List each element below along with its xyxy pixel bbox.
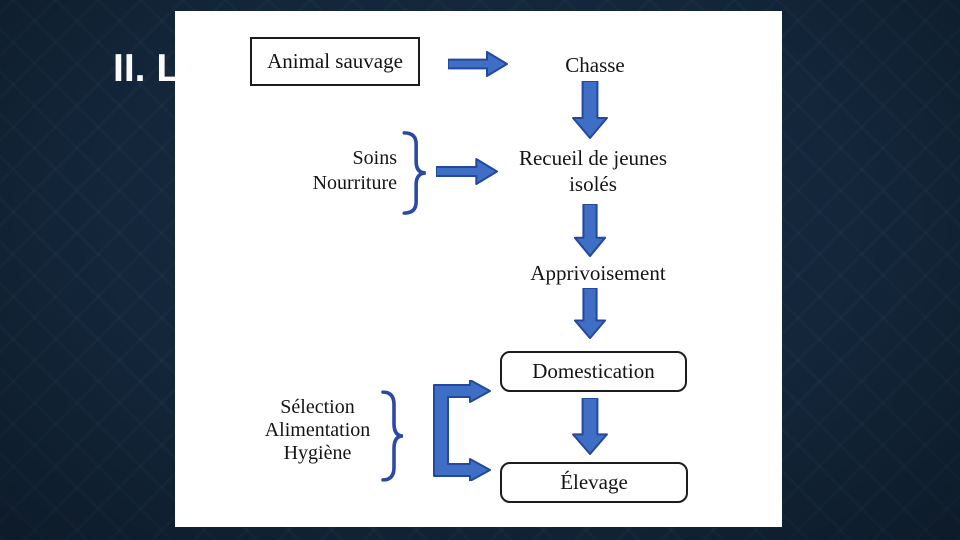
node-animal-sauvage: Animal sauvage (250, 37, 420, 86)
bracket-fork-arrow-icon (431, 380, 493, 481)
node-recueil-line1: Recueil de jeunes (518, 146, 668, 170)
factor-soins-line1: Soins (352, 147, 397, 169)
factor-soins-line2: Nourriture (312, 172, 397, 194)
node-recueil-line2: isolés (569, 172, 617, 196)
brace-icon (379, 389, 405, 483)
node-apprivoisement: Apprivoisement (530, 261, 666, 285)
arrow-down-icon (572, 81, 608, 139)
arrow-down-icon (574, 204, 606, 257)
factor-soins-nourriture: Soins Nourriture (265, 146, 397, 196)
factor-selection-line1: Sélection (280, 396, 355, 418)
node-animal-sauvage-label: Animal sauvage (267, 49, 403, 73)
factor-selection-line2: Alimentation (264, 419, 371, 441)
factor-selection-line3: Hygiène (283, 442, 352, 464)
node-elevage-label: Élevage (560, 470, 628, 494)
arrow-right-icon (448, 51, 508, 77)
arrow-down-icon (574, 288, 606, 339)
diagram-panel: Animal sauvage Chasse Recueil de jeunes … (175, 11, 782, 527)
node-elevage: Élevage (500, 462, 688, 503)
brace-icon (400, 130, 428, 216)
arrow-right-icon (436, 158, 498, 185)
arrow-down-icon (572, 398, 608, 455)
slide-title: II. L (113, 47, 181, 90)
factor-selection-alimentation-hygiene: Sélection Alimentation Hygiène (245, 396, 390, 465)
node-recueil: Recueil de jeunes isolés (473, 145, 713, 197)
node-domestication: Domestication (500, 351, 687, 392)
node-domestication-label: Domestication (532, 359, 655, 383)
node-chasse: Chasse (565, 53, 625, 77)
